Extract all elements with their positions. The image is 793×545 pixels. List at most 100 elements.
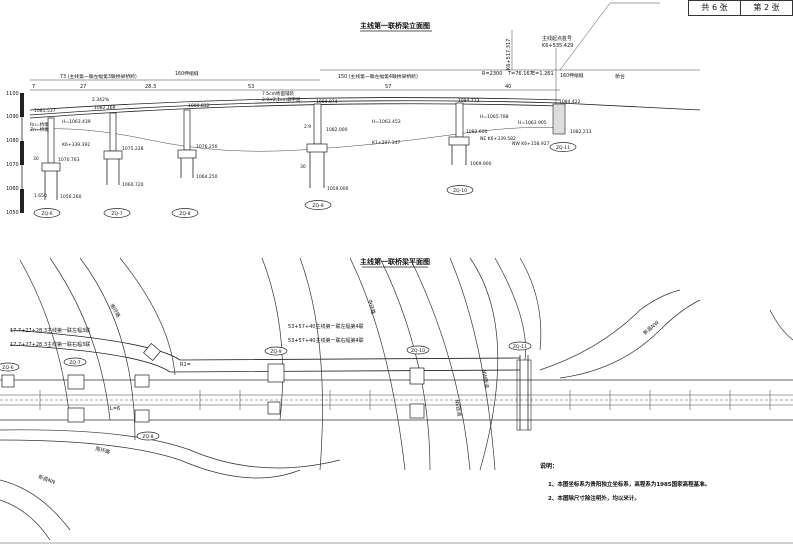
height-mark: 1082.169 — [94, 105, 116, 111]
plan-label-c: 53+57+40主线第一联左幅第4联 — [288, 323, 364, 330]
small-dim: 2.9 — [304, 124, 311, 130]
pier-tag-text: ZQ-9 — [312, 203, 323, 209]
footing — [267, 363, 285, 383]
elevation-marks: 1081.537 1082.169 1080.832 1084.074 1084… — [30, 90, 592, 200]
tick-1080: 1080 — [6, 138, 19, 144]
footing — [134, 409, 150, 423]
left-note: Zn=桥墩 — [30, 126, 49, 133]
height-mark: 1084.074 — [316, 99, 338, 105]
curve-t: T=76.167 — [507, 71, 533, 77]
ground-mark: K1+207.347 — [372, 140, 400, 146]
footing — [1, 374, 15, 388]
ground-mark: H=1065.788 — [480, 114, 509, 120]
ramp-curve — [494, 257, 526, 361]
abutment — [552, 103, 566, 135]
span-top-label-4: 160伸缩缝 — [560, 72, 584, 79]
ramp-curve — [299, 257, 323, 471]
scale-block — [20, 189, 24, 213]
span-57: 57 — [385, 84, 391, 90]
ramp-curve — [49, 257, 111, 421]
ramp-curve — [261, 257, 283, 421]
elevation-scale: 1100 1090 1080 1070 1060 1050 — [6, 91, 24, 216]
pier-cap — [448, 136, 470, 146]
cap-mark: 1082.000 — [326, 127, 348, 133]
elevation-pier-tags: ZQ-6 ZQ-7 ZQ-8 ZQ-9 ZQ-10 ZQ-11 — [33, 142, 577, 218]
road-curve-far — [769, 309, 793, 341]
plan-tag-text: ZQ-7 — [69, 360, 80, 366]
road-curve-lower — [0, 429, 341, 469]
sheet-current: 第 2 张 — [753, 3, 780, 12]
cap-mark: 1082.213 — [570, 129, 592, 135]
road-ticks — [39, 390, 771, 410]
pile-tip: 1069.900 — [470, 161, 492, 167]
deck-plan-bottom — [9, 344, 521, 373]
road-name: NE匝道 — [453, 399, 463, 417]
span-28-3: 28.3 — [145, 84, 156, 90]
plan-label-b: 17.7+27+28.3主线第一联右幅3联 — [10, 341, 90, 348]
pier-tag-text: ZQ-6 — [41, 211, 52, 217]
note-item-1: 1、本图坐标系为贵阳独立坐标系，高程系为1985国家高程基准。 — [548, 480, 710, 488]
pier-tag-text: ZQ-11 — [556, 145, 570, 151]
pile-tip: 1060.720 — [122, 182, 144, 188]
pier-tag-text: ZQ-8 — [179, 211, 190, 217]
tick-1070: 1070 — [6, 162, 19, 168]
pier-column — [313, 103, 322, 145]
span-top-label-2: 160伸缩缝 — [175, 70, 199, 77]
pier-tag — [549, 142, 577, 152]
road-name: 新昌NW — [642, 319, 661, 336]
station-text-1: K6+517.317 — [506, 39, 512, 70]
span-top-label-3: 150 (主线第一联左幅第4联桥梁桥跨) — [338, 73, 418, 80]
footing — [267, 401, 281, 415]
plan-tag-text: ZQ-11 — [513, 344, 527, 350]
tick-1050: 1050 — [6, 210, 19, 216]
pier-tag-text: ZQ-10 — [453, 188, 467, 194]
pier-tag — [171, 208, 199, 218]
plan-tag — [63, 357, 87, 367]
cap-mark: 1076.250 — [196, 144, 218, 150]
plan-footings — [1, 343, 425, 423]
station-text-2: K6+535.429 — [542, 43, 573, 49]
curve-r: R=2300 — [482, 71, 502, 77]
curve-e: E=1.261 — [532, 71, 554, 77]
elevation-title: 主线第一联桥梁立面图 — [360, 21, 430, 30]
pier-column — [109, 112, 117, 152]
deck-plan-top — [9, 329, 521, 361]
pier-column — [183, 109, 191, 151]
plan-pier-tags: ZQ-7 ZQ-9 ZQ-10 ZQ-11 ZQ-6 ZQ-8 — [0, 341, 532, 441]
pile-tip: 1064.250 — [196, 174, 218, 180]
ground-mark: NE K6+339.582 — [480, 136, 516, 142]
deck-top — [29, 100, 701, 116]
height-mark: 1080.832 — [188, 103, 210, 109]
pier-tag — [304, 200, 332, 210]
ground-mark: H=1063.439 — [62, 119, 91, 125]
cap-mark: 1070.763 — [58, 157, 80, 163]
span-top-label-1: 73 (主线第一联左幅第3联桥梁桥跨) — [60, 73, 137, 80]
ground-mark: K6+339.392 — [62, 142, 90, 148]
plan-marker: L=6 — [110, 406, 120, 412]
scale-block — [20, 93, 24, 117]
height-mark: 1084.422 — [559, 99, 581, 105]
footing — [67, 374, 85, 390]
pier-tag — [103, 208, 131, 218]
sheet-total: 共 6 张 — [689, 1, 741, 15]
span-53: 53 — [248, 84, 254, 90]
callout-leader — [559, 2, 611, 71]
footing — [67, 407, 85, 423]
ramp-curve — [79, 257, 136, 441]
road-curve-sw — [0, 499, 51, 541]
road-curve-lower — [0, 439, 301, 479]
ramp-curve — [19, 259, 71, 421]
plan-tag-text: ZQ-8 — [142, 434, 153, 440]
small-dim: 30 — [300, 164, 306, 170]
ramp-curve — [119, 257, 176, 376]
ramp-curve — [519, 257, 542, 351]
note-item-2: 2、本图除尺寸除注明外，均以米计。 — [548, 494, 640, 502]
scale-block — [20, 141, 24, 165]
elevation-view: 主线第一联桥梁立面图 K6+517.317 主线起点桩号 K6+535.429 … — [6, 2, 701, 218]
notes-heading: 说明： — [540, 462, 558, 470]
notes: 说明： 1、本图坐标系为贵阳独立坐标系，高程系为1985国家高程基准。 2、本图… — [540, 462, 710, 502]
height-mark: 1081.537 — [34, 108, 56, 114]
ramp-curve — [449, 257, 496, 471]
ramp-curve — [409, 257, 471, 471]
